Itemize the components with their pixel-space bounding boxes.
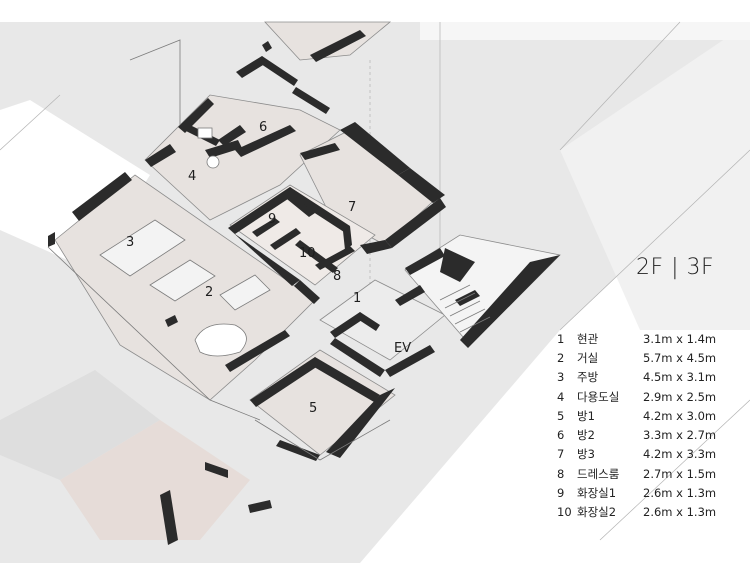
legend-room-size: 2.9m x 2.5m bbox=[643, 389, 717, 404]
legend-number: 5 bbox=[557, 408, 565, 423]
legend-room-size: 3.1m x 1.4m bbox=[643, 331, 717, 346]
legend-room-size: 4.5m x 3.1m bbox=[643, 370, 717, 385]
legend-row: 10 화장실2 2.6m x 1.3m bbox=[557, 503, 747, 522]
legend-room-size: 2.6m x 1.3m bbox=[643, 505, 717, 520]
legend-room-size: 2.7m x 1.5m bbox=[643, 466, 717, 481]
room-label-3: 3 bbox=[126, 235, 134, 250]
legend-row: 1 현관 3.1m x 1.4m bbox=[557, 329, 747, 348]
legend-room-name: 주방 bbox=[577, 370, 599, 385]
legend-room-size: 3.3m x 2.7m bbox=[643, 428, 717, 443]
legend-room-name: 방1 bbox=[577, 408, 595, 423]
legend-room-name: 화장실1 bbox=[577, 486, 617, 501]
legend-row: 3 주방 4.5m x 3.1m bbox=[557, 368, 747, 387]
legend-row: 8 드레스룸 2.7m x 1.5m bbox=[557, 464, 747, 483]
legend-room-name: 현관 bbox=[577, 331, 599, 346]
room-label-7: 7 bbox=[348, 200, 356, 215]
room-label-8: 8 bbox=[333, 269, 341, 284]
furniture-outlines bbox=[47, 39, 491, 461]
room-label-9: 9 bbox=[268, 212, 276, 227]
room-label-2: 2 bbox=[205, 285, 213, 300]
floor-title: 2F | 3F bbox=[636, 255, 715, 280]
room-label-ev: EV bbox=[394, 341, 411, 356]
legend-row: 9 화장실1 2.6m x 1.3m bbox=[557, 483, 747, 502]
legend-room-size: 4.2m x 3.3m bbox=[643, 447, 717, 462]
legend-room-name: 다용도실 bbox=[577, 389, 620, 404]
room-label-6: 6 bbox=[259, 120, 267, 135]
legend-number: 8 bbox=[557, 466, 565, 481]
room-legend: 1 현관 3.1m x 1.4m 2 거실 5.7m x 4.5m 3 주방 4… bbox=[557, 329, 747, 522]
legend-room-size: 5.7m x 4.5m bbox=[643, 350, 717, 365]
legend-row: 7 방3 4.2m x 3.3m bbox=[557, 445, 747, 464]
legend-row: 2 거실 5.7m x 4.5m bbox=[557, 348, 747, 367]
legend-number: 9 bbox=[557, 486, 565, 501]
room-label-10: 10 bbox=[299, 246, 316, 261]
legend-room-name: 거실 bbox=[577, 350, 599, 365]
legend-room-size: 2.6m x 1.3m bbox=[643, 486, 717, 501]
legend-number: 4 bbox=[557, 389, 565, 404]
legend-row: 5 방1 4.2m x 3.0m bbox=[557, 406, 747, 425]
legend-number: 7 bbox=[557, 447, 565, 462]
legend-room-name: 방2 bbox=[577, 428, 595, 443]
legend-row: 4 다용도실 2.9m x 2.5m bbox=[557, 387, 747, 406]
legend-room-name: 화장실2 bbox=[577, 505, 617, 520]
legend-room-size: 4.2m x 3.0m bbox=[643, 408, 717, 423]
legend-room-name: 방3 bbox=[577, 447, 595, 462]
room-labels: 1 2 3 4 5 6 7 8 9 10 EV bbox=[126, 120, 411, 416]
legend-number: 6 bbox=[557, 428, 565, 443]
room-label-4: 4 bbox=[188, 169, 196, 184]
legend-number: 10 bbox=[557, 505, 572, 520]
legend-number: 2 bbox=[557, 350, 565, 365]
legend-number: 1 bbox=[557, 331, 565, 346]
room-label-1: 1 bbox=[353, 291, 361, 306]
legend-number: 3 bbox=[557, 370, 565, 385]
legend-room-name: 드레스룸 bbox=[577, 466, 620, 481]
legend-row: 6 방2 3.3m x 2.7m bbox=[557, 425, 747, 444]
room-label-5: 5 bbox=[309, 401, 317, 416]
walls bbox=[48, 30, 560, 545]
